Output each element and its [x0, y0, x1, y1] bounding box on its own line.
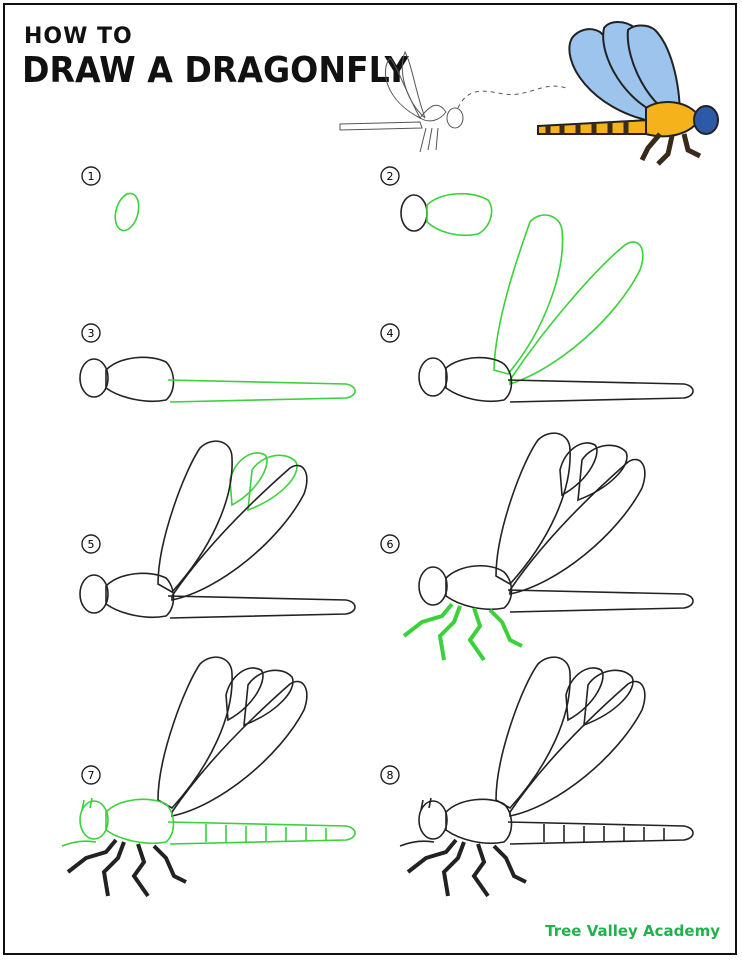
preview-sketch-icon — [339, 50, 567, 153]
step-5-drawing — [79, 440, 356, 619]
step-6-number: 6 — [387, 538, 394, 551]
page-subtitle: HOW TO — [24, 24, 133, 49]
step-8-badge: 8 — [380, 765, 400, 785]
step-6-badge: 6 — [380, 534, 400, 554]
step-1-badge: 1 — [81, 166, 101, 186]
step-1-number: 1 — [88, 170, 95, 183]
brand-footer: Tree Valley Academy — [545, 922, 720, 940]
step-7-drawing — [61, 656, 356, 898]
step-3-number: 3 — [88, 327, 95, 340]
step-2-drawing — [400, 192, 493, 237]
step-8-drawing — [399, 656, 694, 898]
step-5-number: 5 — [88, 538, 95, 551]
step-3-badge: 3 — [81, 323, 101, 343]
step-7-badge: 7 — [81, 765, 101, 785]
step-2-number: 2 — [387, 170, 394, 183]
step-5-badge: 5 — [81, 534, 101, 554]
step-1-drawing — [114, 192, 140, 232]
step-3-drawing — [79, 356, 356, 403]
step-7-number: 7 — [88, 769, 95, 782]
page-title: DRAW A DRAGONFLY — [22, 50, 409, 91]
finished-dragonfly-icon — [537, 21, 719, 166]
step-4-number: 4 — [387, 327, 394, 340]
step-badges: 1 2 3 4 5 6 7 8 — [81, 166, 400, 785]
step-6-drawing — [402, 432, 694, 662]
step-4-drawing — [418, 214, 694, 403]
step-2-badge: 2 — [380, 166, 400, 186]
step-4-badge: 4 — [380, 323, 400, 343]
step-8-number: 8 — [387, 769, 394, 782]
